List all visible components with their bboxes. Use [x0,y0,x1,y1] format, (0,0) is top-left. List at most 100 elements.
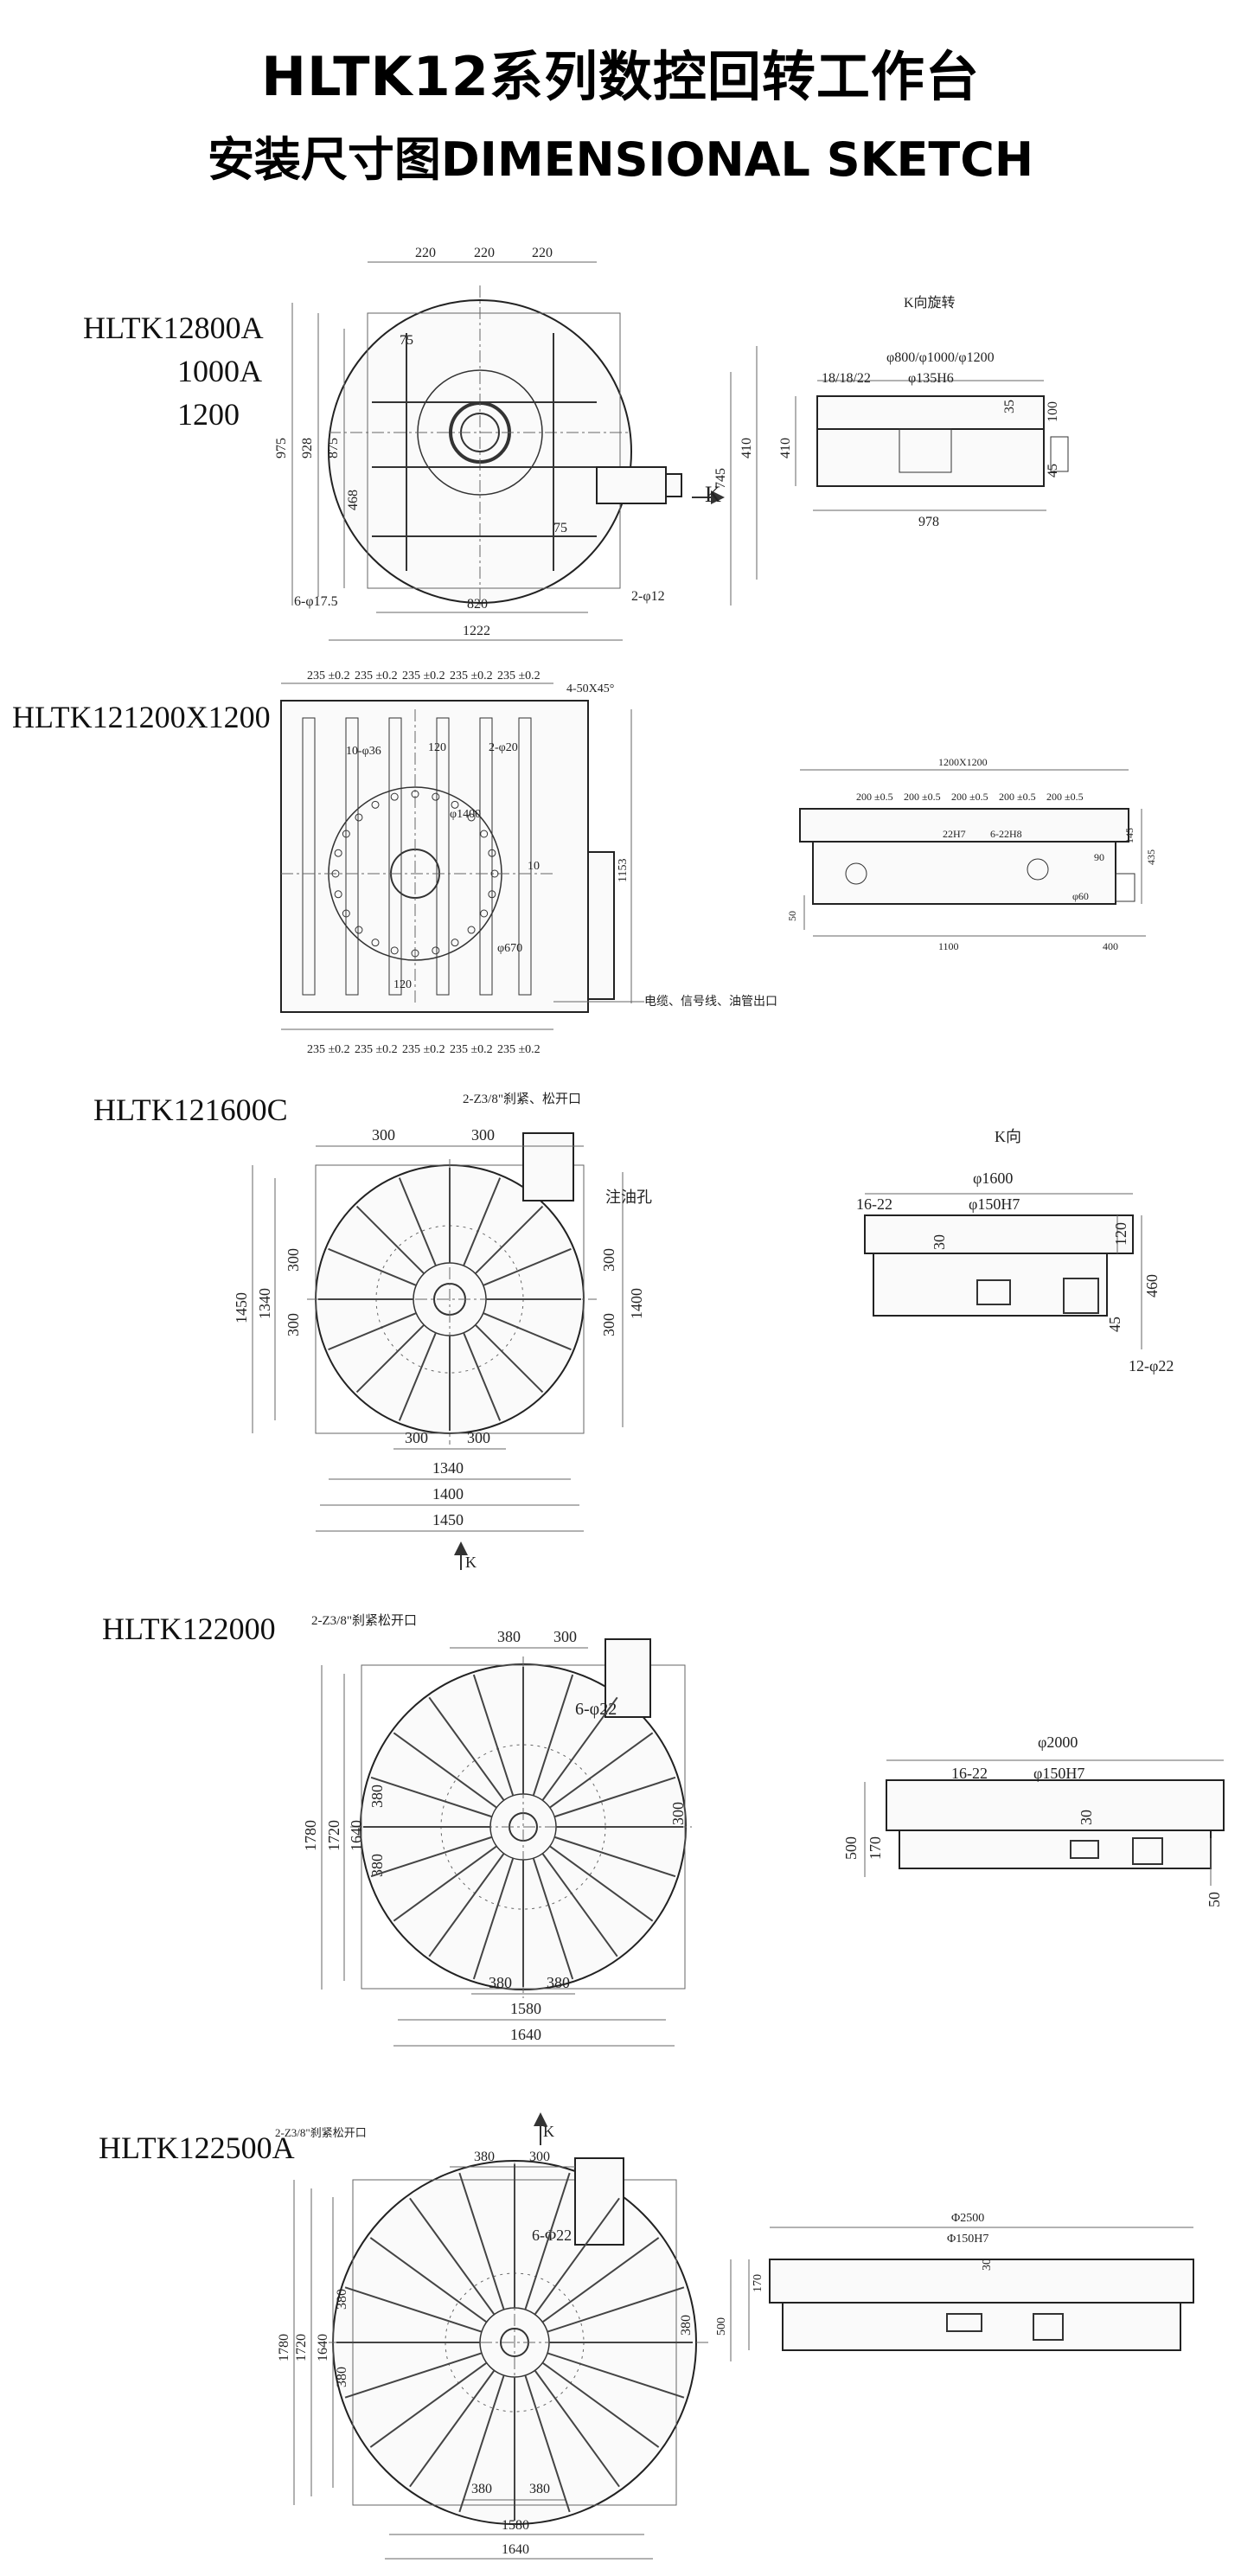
dim-text: 380 [547,1974,570,1991]
dim-text: 380 [474,2150,495,2164]
t-slot-line [463,1177,502,1266]
dim-text: 1200X1200 [938,756,988,768]
dim-text: φ135H6 [908,371,954,386]
section-2-plan-dimensions: 235 ±0.2 235 ±0.2 235 ±0.2 235 ±0.2 235 … [307,670,777,1056]
model-label-1200: 1200 [177,397,240,432]
bolt-hole [355,926,363,934]
t-slot-line [472,1674,515,1797]
t-slot-line [474,1205,544,1275]
section-3-side-view [864,1193,1142,1349]
t-slot-line [409,2369,496,2488]
bolt-hole [480,909,489,918]
dim-text: φ2000 [1038,1733,1078,1751]
dim-text: 2-φ12 [631,589,665,604]
t-slot-line [398,1177,437,1266]
dim-text: 4-50X45° [566,682,614,695]
bolt-hole [371,800,380,809]
t-slot-line [534,2197,620,2316]
dim-text: 235 ±0.2 [402,670,445,682]
bolt-hole [467,813,476,822]
t-slot-line [532,1857,574,1980]
t-slot-line [458,2172,505,2310]
model-label-1200x1200: HLTK121200X1200 [12,700,271,734]
section-5-plan-dimensions: 2-Z3/8"刹紧松开口 380 300 6-Φ22 1780 1720 164… [275,2123,694,2557]
dim-text: 460 [1143,1274,1161,1298]
dim-text: 380 [368,1854,386,1877]
dim-text: 1640 [510,2026,541,2043]
dim-text: 235 ±0.2 [307,1043,350,1056]
dim-text: 6-φ17.5 [294,594,338,609]
dim-text: 928 [300,438,315,458]
dim-text: 1400 [628,1288,645,1319]
oil-hole-label: 注油孔 [605,1189,652,1206]
dim-text: 50 [786,911,798,921]
dim-text: 380 [497,1628,521,1645]
dim-text: 220 [532,246,553,260]
t-slot-line [458,2374,505,2513]
dim-text: 235 ±0.2 [355,1043,398,1056]
dim-text: 1780 [302,1820,319,1851]
t-slot-line [370,1776,493,1818]
dim-text: 300 [600,1248,617,1272]
dim-text: 145 [1123,828,1135,843]
t-slot-line [328,1312,417,1351]
bolt-hole [355,813,363,822]
t-slot-line [344,2286,483,2333]
dim-text: φ150H7 [1033,1765,1084,1782]
dim-text: 410 [778,438,793,458]
dim-text: 235 ±0.2 [497,670,541,682]
t-slot-line [369,2361,488,2448]
t-slot-line [534,2369,620,2488]
dim-text: 22H7 [943,828,966,840]
bolt-hole [390,946,399,955]
dim-text: 300 [471,1126,495,1144]
dim-text: 6-22H8 [990,828,1022,840]
bolt-hole [334,849,342,857]
t-slot-line [483,1247,572,1286]
bolt-hole [371,939,380,947]
t-slot-line [428,1853,505,1958]
dim-text: 170 [867,1836,884,1860]
dim-text: 875 [326,438,341,458]
dim-text: 1340 [432,1459,464,1477]
section-3-plan-view [252,1132,624,1570]
model-label-800a: HLTK12800A [83,311,264,345]
dim-text: 235 ±0.2 [402,1043,445,1056]
dim-text: 16-22 [951,1765,988,1782]
dim-text: φ800/φ1000/φ1200 [886,350,995,365]
dim-text: 30 [981,2259,994,2271]
dim-text: Φ2500 [951,2212,984,2225]
dim-text: 380 [679,2315,694,2336]
dim-text: 120 [393,978,412,991]
section-1-side-dimensions: K向旋转 φ800/φ1000/φ1200 18/18/22 φ135H6 35… [778,295,1060,529]
t-slot-line [547,2352,685,2399]
dim-text: 100 [1046,401,1060,422]
t-slot-line [483,1312,572,1351]
dim-text: 1400 [432,1485,464,1503]
page-subtitle: 安装尺寸图DIMENSIONAL SKETCH [207,132,1034,187]
dim-text: 978 [918,515,939,529]
dim-text: φ60 [1072,890,1089,902]
dim-text: 75 [400,333,413,348]
model-label-1600c: HLTK121600C [93,1093,288,1127]
dim-text: 18/18/22 [822,371,871,386]
section-5-plan-view [293,2112,709,2560]
dim-text: 235 ±0.2 [355,670,398,682]
dim-text: 380 [335,2289,349,2310]
section-2-plan-view [280,682,644,1030]
dim-text: 820 [467,597,488,612]
t-slot-line [428,1696,505,1801]
bolt-hole [411,790,419,798]
radial-t-slots-4 [363,1667,683,1987]
dim-text: 10-φ36 [346,745,381,758]
dim-text: 200 ±0.5 [904,791,941,803]
dim-text: 75 [553,521,567,535]
bolt-hole [334,890,342,899]
bolt-hole [488,890,496,899]
dim-text: 300 [529,2150,550,2164]
dim-text: 235 ±0.2 [307,670,350,682]
dim-text: 12-φ22 [1129,1357,1174,1375]
dim-text: 410 [739,438,754,458]
dim-text: 2-Z3/8"刹紧、松开口 [463,1092,581,1106]
